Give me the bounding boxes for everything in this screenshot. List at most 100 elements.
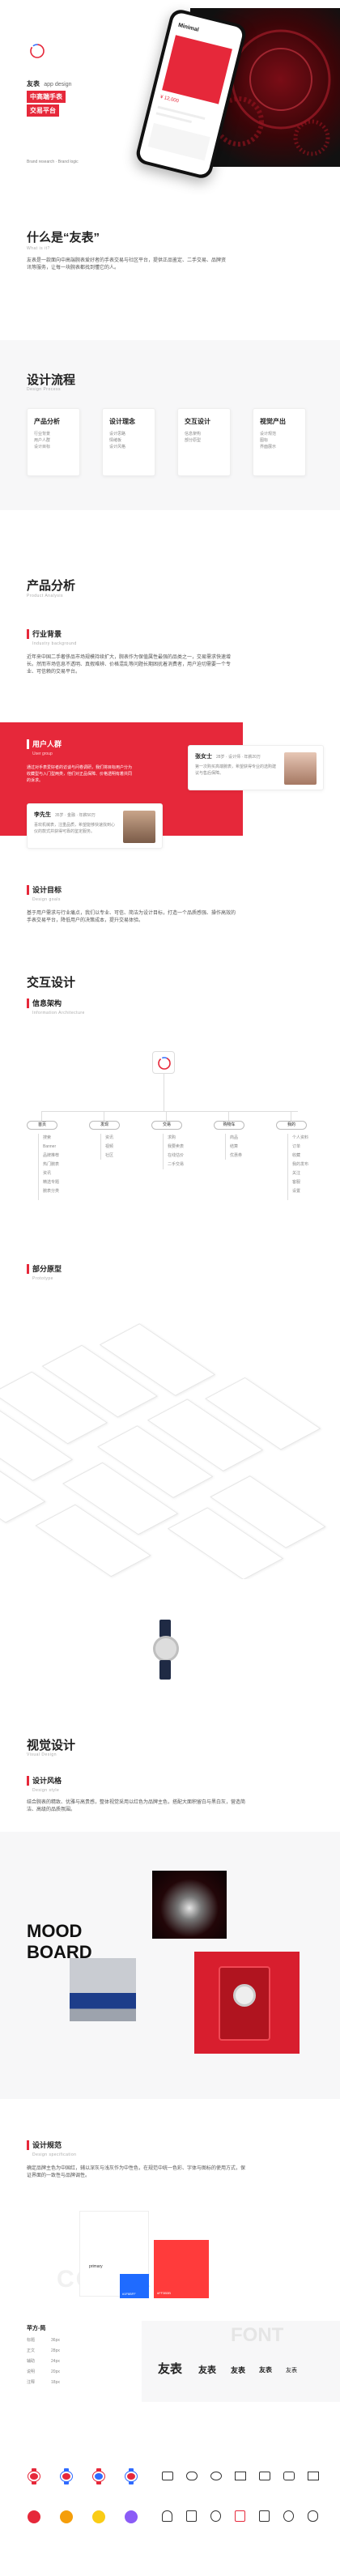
icon-set — [0, 2462, 340, 2559]
industry-description: 近年来中国二手奢侈品市场规模持续扩大，腕表作为保值属性最强的品类之一，交易需求快… — [27, 655, 232, 675]
ia-heading: 信息架构 — [27, 998, 62, 1008]
font-sample: 友表 — [259, 2366, 272, 2374]
hero-tag-1: 中高端手表 — [27, 91, 66, 103]
ia-nav-label: 交易 — [162, 1122, 171, 1127]
step-item: 设计目标 — [34, 445, 51, 449]
industry-title: 行业背景 — [32, 630, 62, 638]
cart-icon — [259, 2510, 270, 2522]
step-title: 视觉产出 — [260, 418, 286, 425]
truck-icon — [186, 2472, 198, 2480]
step-item: 设计规范 — [260, 432, 277, 436]
step-item: 设计风格 — [109, 445, 126, 449]
visual-subtitle: Visual Design — [27, 1752, 57, 1757]
check-icon — [210, 2472, 222, 2480]
spec-heading: 设计规范 — [27, 2140, 62, 2150]
analysis-subtitle: Product Analysis — [27, 594, 63, 598]
hero-section: Minimal ¥ 12,000 友表 app design 中高端手表 交易平… — [0, 0, 340, 181]
hero-caption: Brand research · Brand logic — [27, 160, 79, 164]
ia-nav-label: 发现 — [100, 1122, 108, 1127]
watch-icon-blue — [60, 2468, 73, 2484]
ia-leaf: 个人资料 — [292, 1135, 309, 1140]
font-sample: 友表 — [158, 2362, 183, 2376]
ia-nav-label: 我的 — [287, 1122, 295, 1127]
persona-card-1: 李先生 35岁 · 金融 · 年薪50万 喜欢机械表，注重品质，希望能够快速找到… — [27, 803, 163, 849]
proto-title: 部分原型 — [32, 1265, 62, 1273]
users-title: 用户人群 — [32, 740, 62, 748]
font-sample: 友表 — [231, 2366, 246, 2374]
interaction-title: 交互设计 — [27, 976, 76, 990]
phone-price: ¥ 12,000 — [159, 94, 180, 104]
mood-title: MOOD BOARD — [27, 1921, 92, 1963]
ia-leaf: 视频 — [105, 1144, 114, 1149]
ia-subtitle: Information Architecture — [32, 1011, 85, 1015]
ia-leaf: 热门腕表 — [43, 1162, 60, 1167]
users-heading: 用户人群 — [27, 739, 62, 749]
proto-heading: 部分原型 — [27, 1263, 62, 1274]
goal-title: 设计目标 — [32, 886, 62, 894]
style-subtitle: Design style — [32, 1788, 60, 1793]
step-item: 行业背景 — [34, 432, 51, 436]
what-title: 什么是“友表” — [27, 231, 100, 245]
heading-bar — [27, 1263, 29, 1274]
goal-heading: 设计目标 — [27, 884, 62, 895]
persona-description: 第一次购买高端腕表，希望获得专业的选购建议与售后保障。 — [195, 764, 277, 776]
card-icon — [162, 2472, 173, 2480]
heading-bar — [27, 998, 29, 1008]
process-step-2: 设计理念 设计思路 情绪板 设计风格 — [102, 408, 155, 476]
persona-name: 张女士 — [195, 754, 212, 760]
gift-icon — [308, 2472, 319, 2480]
step-title: 交互设计 — [185, 418, 210, 425]
step-item: 信息架构 — [185, 432, 202, 436]
ia-leaf: 在线估价 — [168, 1153, 185, 1158]
watch-product-image — [150, 1620, 182, 1684]
ia-nav-node: 我的 — [276, 1121, 307, 1130]
ia-root-logo-icon — [152, 1051, 175, 1074]
ia-nav-node: 交易 — [151, 1121, 182, 1130]
style-title: 设计风格 — [32, 1777, 62, 1785]
ia-leaf: 我的发布 — [292, 1162, 309, 1167]
ia-leaf: 求购 — [168, 1135, 176, 1140]
watch-icon-blue-2 — [125, 2468, 138, 2484]
ia-leaf: 设置 — [292, 1189, 301, 1194]
ia-nav-label: 购物车 — [223, 1122, 236, 1127]
ia-leaf: 资讯 — [105, 1135, 114, 1140]
persona-avatar — [284, 752, 317, 785]
heading-bar — [27, 2140, 29, 2150]
process-step-4: 视觉产出 设计规范 图标 界面展示 — [253, 408, 306, 476]
process-step-1: 产品分析 行业背景 用户人群 设计目标 — [27, 408, 80, 476]
font-family-label: 苹方-简 — [27, 2326, 46, 2331]
style-heading: 设计风格 — [27, 1775, 62, 1786]
font-sample-box: FONT 友表 友表 友表 友表 友表 — [142, 2321, 340, 2402]
spec-title: 设计规范 — [32, 2141, 62, 2149]
home-icon — [235, 2510, 245, 2522]
font-sample: 友表 — [286, 2368, 297, 2374]
prototype-wireframes — [0, 1296, 340, 1579]
persona-avatar — [123, 811, 155, 843]
ia-leaf: Banner — [43, 1144, 57, 1149]
heading-bar — [27, 1775, 29, 1786]
tabbar-icon-row — [162, 2510, 324, 2525]
mood-word-1: MOOD — [27, 1921, 83, 1941]
spec-subtitle: Design specification — [32, 2152, 77, 2157]
phone-product-card — [162, 35, 232, 104]
persona-name: 李先生 — [34, 812, 51, 818]
ia-leaf: 腕表分类 — [43, 1189, 60, 1194]
analysis-title: 产品分析 — [27, 579, 76, 593]
watch-icon-red — [28, 2468, 40, 2484]
hero-title-en: app design — [44, 82, 72, 87]
process-subtitle: Design Process — [27, 387, 62, 392]
ia-nav-node: 首页 — [27, 1121, 57, 1130]
hero-title: 友表 — [27, 80, 40, 87]
users-description: 通过对手表爱好者的访谈与问卷调研，我们将目标用户分为收藏型与入门型两类，他们对正… — [27, 765, 133, 783]
ia-leaf: 二手交易 — [168, 1162, 185, 1167]
ia-leaf: 收藏 — [292, 1153, 301, 1158]
persona-meta: 35岁 · 金融 · 年薪50万 — [54, 813, 96, 818]
font-word: FONT — [231, 2324, 284, 2346]
industry-heading: 行业背景 — [27, 628, 62, 639]
spec-description: 确定品牌主色为中国红，辅以深灰与浅灰作为中性色，在规范中统一色彩、字体与图标的使… — [27, 2166, 246, 2178]
what-subtitle: What is it? — [27, 246, 50, 251]
